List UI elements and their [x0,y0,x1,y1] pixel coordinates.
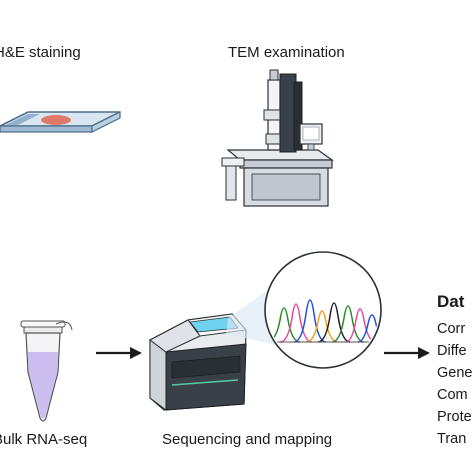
data-panel-item: Tran [437,431,467,447]
sequencer-icon [149,313,247,411]
data-panel-list: Corr Diffe Gene Com Prote Tran [437,318,472,450]
bulk-rnaseq-label: Bulk RNA-seq [0,431,88,448]
tem-examination-label: TEM examination [228,44,345,61]
tissue-sample-icon [41,115,71,125]
data-panel-item: Com [437,387,468,403]
sequencing-mapping-label: Sequencing and mapping [162,431,333,448]
data-panel-item: Prote [437,409,472,425]
he-staining-label: H&E staining [0,44,81,61]
microcentrifuge-tube-icon [20,320,73,422]
arrow-icon [96,347,142,359]
data-panel-item: Diffe [437,343,467,359]
chromatogram-icon [264,251,382,369]
glass-slide-icon [0,111,121,133]
data-panel-item: Gene [437,365,473,381]
data-panel-title: Dat [437,292,465,311]
tem-microscope-icon [221,69,334,207]
data-panel-item: Corr [437,321,466,337]
arrow-icon [384,347,430,359]
